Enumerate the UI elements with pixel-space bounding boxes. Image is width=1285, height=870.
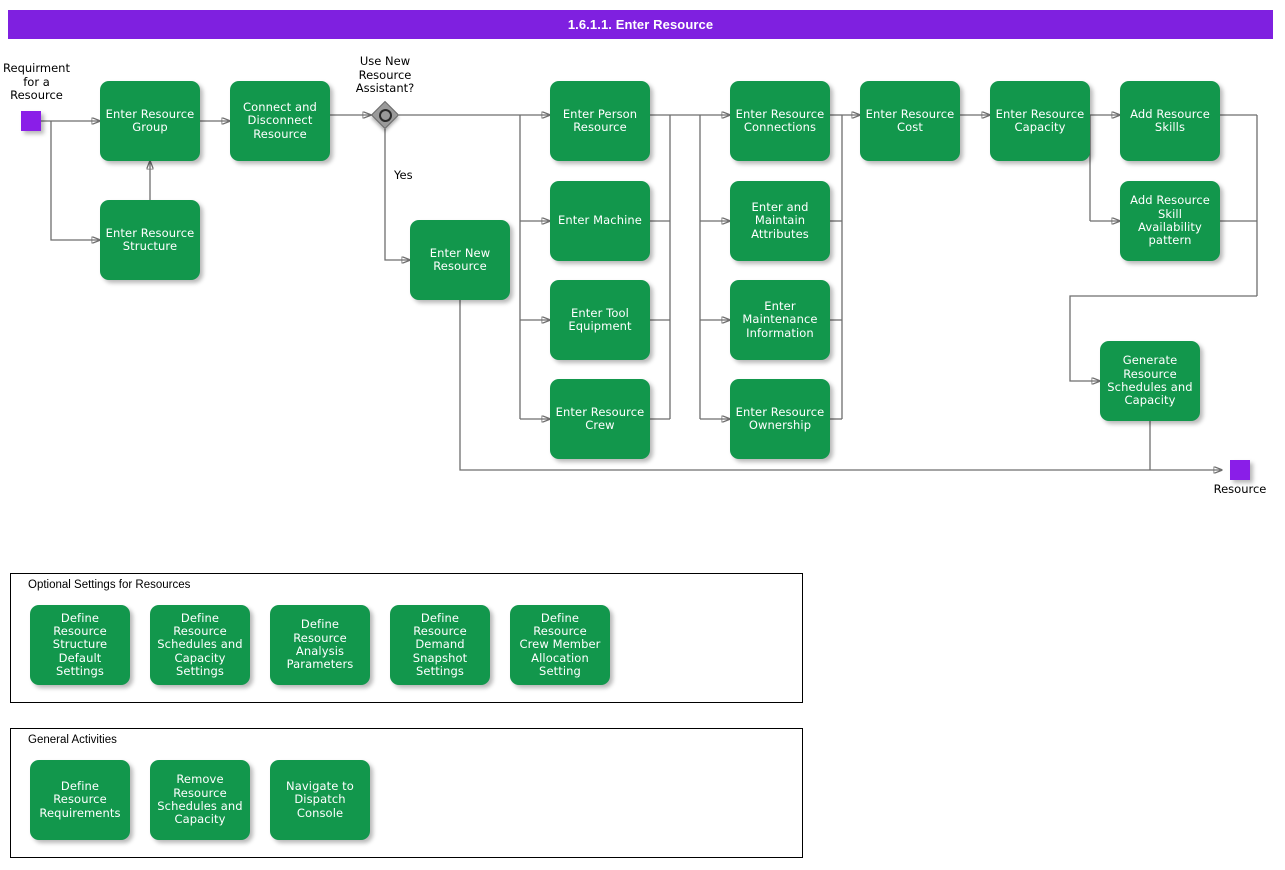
task-enter-machine[interactable]: Enter Machine bbox=[550, 181, 650, 261]
end-event-label: Resource bbox=[1213, 482, 1267, 496]
task-add-resource-skills[interactable]: Add Resource Skills bbox=[1120, 81, 1220, 161]
task-define-resource-schedules-and-capacity-settings[interactable]: Define Resource Schedules and Capacity S… bbox=[150, 605, 250, 685]
task-navigate-to-dispatch-console[interactable]: Navigate to Dispatch Console bbox=[270, 760, 370, 840]
task-connect-and-disconnect-resource[interactable]: Connect and Disconnect Resource bbox=[230, 81, 330, 161]
task-define-resource-structure-default-settings[interactable]: Define Resource Structure Default Settin… bbox=[30, 605, 130, 685]
task-enter-person-resource[interactable]: Enter Person Resource bbox=[550, 81, 650, 161]
task-enter-tool-equipment[interactable]: Enter Tool Equipment bbox=[550, 280, 650, 360]
task-define-resource-crew-member-allocation-setting[interactable]: Define Resource Crew Member Allocation S… bbox=[510, 605, 610, 685]
gateway-label: Use New Resource Assistant? bbox=[355, 54, 415, 95]
gateway-use-new-resource-assistant[interactable] bbox=[370, 100, 400, 130]
task-enter-resource-capacity[interactable]: Enter Resource Capacity bbox=[990, 81, 1090, 161]
panel-general-activities-title: General Activities bbox=[28, 734, 117, 746]
task-enter-maintenance-information[interactable]: Enter Maintenance Information bbox=[730, 280, 830, 360]
task-define-resource-demand-snapshot-settings[interactable]: Define Resource Demand Snapshot Settings bbox=[390, 605, 490, 685]
task-enter-resource-crew[interactable]: Enter Resource Crew bbox=[550, 379, 650, 459]
task-enter-and-maintain-attributes[interactable]: Enter and Maintain Attributes bbox=[730, 181, 830, 261]
panel-general-activities bbox=[10, 728, 803, 858]
task-enter-new-resource[interactable]: Enter New Resource bbox=[410, 220, 510, 300]
task-enter-resource-connections[interactable]: Enter Resource Connections bbox=[730, 81, 830, 161]
page-title: 1.6.1.1. Enter Resource bbox=[567, 17, 714, 32]
task-add-resource-skill-availability-pattern[interactable]: Add Resource Skill Availability pattern bbox=[1120, 181, 1220, 261]
task-define-resource-requirements[interactable]: Define Resource Requirements bbox=[30, 760, 130, 840]
end-event[interactable] bbox=[1230, 460, 1250, 480]
task-generate-resource-schedules-and-capacity[interactable]: Generate Resource Schedules and Capacity bbox=[1100, 341, 1200, 421]
gateway-inclusive-ring-icon bbox=[379, 109, 392, 122]
start-event-label: Requirment for a Resource bbox=[3, 61, 70, 102]
gateway-yes-edge-label: Yes bbox=[394, 168, 413, 182]
page-title-bar: 1.6.1.1. Enter Resource bbox=[8, 10, 1273, 39]
task-enter-resource-group[interactable]: Enter Resource Group bbox=[100, 81, 200, 161]
task-enter-resource-cost[interactable]: Enter Resource Cost bbox=[860, 81, 960, 161]
task-define-resource-analysis-parameters[interactable]: Define Resource Analysis Parameters bbox=[270, 605, 370, 685]
panel-optional-settings-title: Optional Settings for Resources bbox=[28, 579, 191, 591]
task-enter-resource-structure[interactable]: Enter Resource Structure bbox=[100, 200, 200, 280]
start-event[interactable] bbox=[21, 111, 41, 131]
task-enter-resource-ownership[interactable]: Enter Resource Ownership bbox=[730, 379, 830, 459]
task-remove-resource-schedules-and-capacity[interactable]: Remove Resource Schedules and Capacity bbox=[150, 760, 250, 840]
